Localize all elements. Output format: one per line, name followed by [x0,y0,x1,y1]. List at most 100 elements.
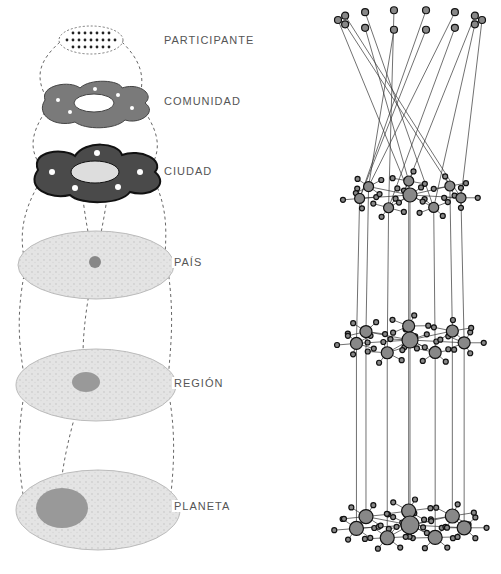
network-link [356,198,359,343]
network-node [411,169,416,174]
network-nodes [332,7,489,551]
network-node [371,346,376,351]
network-node [355,176,360,181]
participant-dot [84,46,87,49]
network-node [364,182,374,192]
network-node [442,195,447,200]
participant-dot [102,46,105,49]
participant-dot [102,32,105,35]
participant-dot [66,39,69,42]
participant-dot [96,46,99,49]
network-link [365,12,434,207]
network-node [426,323,431,328]
network-link [389,28,455,208]
participant-dot [108,46,111,49]
network-node [371,201,376,206]
network-node [450,318,455,323]
network-node [421,525,426,530]
network-node [341,516,346,521]
network-node [394,524,399,529]
network-node [412,313,417,318]
network-node [443,174,448,179]
network-node [380,531,394,545]
network-node [390,317,395,322]
network-node [335,17,342,24]
network-node [388,337,393,342]
level-label: COMUNIDAD [162,95,243,107]
network-node [428,530,442,544]
network-node [456,193,466,203]
participant-dot [114,39,117,42]
network-node [340,197,345,202]
participant-dot [90,39,93,42]
network-node [401,516,419,534]
participant-dot [96,32,99,35]
network-node [423,26,430,33]
network-node [469,325,474,330]
network-node [473,536,478,541]
participant-dot [108,32,111,35]
participant-dot [90,46,93,49]
network-node [332,528,337,533]
network-node [446,347,451,352]
network-node [374,320,379,325]
participant-dot [78,46,81,49]
participant-dot [72,39,75,42]
network-link [464,343,465,528]
network-node [349,521,363,535]
network-node [463,181,468,186]
level-label: PAÍS [172,256,204,268]
network-node [451,9,458,16]
network-node [396,200,401,205]
network-link [365,28,409,181]
network-link [410,340,411,525]
network-link [409,16,475,181]
network-link [408,181,409,326]
network-links [334,10,486,548]
network-node [346,537,351,542]
network-link [356,343,357,528]
level-label: REGIÓN [172,377,225,389]
network-link [338,20,410,195]
network-node [379,178,384,183]
network-node [381,347,393,359]
network-node [440,213,445,218]
network-node [471,510,476,515]
network-node [419,185,424,190]
network-node [445,525,450,530]
participant-dot [72,46,75,49]
network-node [420,199,425,204]
network-node [434,505,439,510]
level-label: PLANETA [172,500,232,512]
network-node [423,7,430,14]
network-node [484,525,489,530]
network-link [452,331,453,516]
network-node [345,333,350,338]
network-node [429,519,434,524]
network-node [455,534,460,539]
participant-dot [84,39,87,42]
network-node [429,202,439,212]
network-node [377,360,382,365]
network-node [362,536,367,541]
level-label: CIUDAD [162,165,214,177]
network-node [371,503,376,508]
network-node [422,345,427,350]
network-node [402,332,418,348]
network-node [351,352,356,357]
network-node [455,502,460,507]
network-node [349,505,354,510]
network-node [378,523,383,528]
network-node [417,210,422,215]
network-link [369,12,455,186]
network-node [451,24,458,31]
network-node [375,546,380,551]
network-node [362,9,369,16]
network-node [445,181,455,191]
participant-dot [84,32,87,35]
network-node [398,545,403,550]
network-node [445,509,459,523]
network-node [359,206,364,211]
